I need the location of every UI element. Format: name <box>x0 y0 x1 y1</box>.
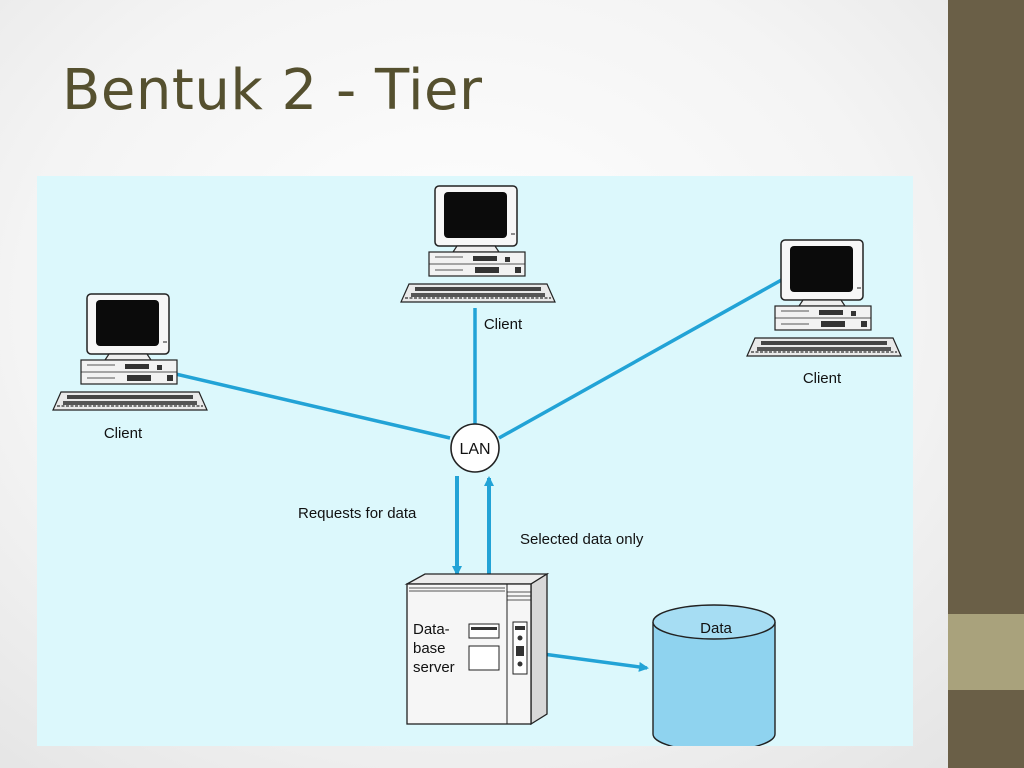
diagram-canvas: Client Client Client LAN Requests for da… <box>52 185 902 746</box>
server-label-line1: Data- <box>413 621 450 638</box>
lan-label: LAN <box>459 441 490 458</box>
request-label: Requests for data <box>298 505 417 522</box>
server-data-arrow <box>535 649 649 672</box>
response-label: Selected data only <box>520 531 644 548</box>
client-computer-right <box>746 239 902 357</box>
slide-title: Bentuk 2 - Tier <box>62 58 483 123</box>
server-label-line2: base <box>413 640 446 657</box>
client-computer-left <box>52 293 208 411</box>
server-label-line3: server <box>413 659 455 676</box>
link-client-right <box>498 276 786 440</box>
client-computer-top <box>400 185 556 303</box>
lan-hub <box>450 423 500 473</box>
storage-label: Data <box>700 620 732 637</box>
two-tier-diagram: Client Client Client LAN Requests for da… <box>37 176 913 746</box>
database-server: Data- base server <box>404 572 550 726</box>
client-label-top: Client <box>484 316 523 333</box>
data-storage-cylinder: Data <box>652 604 776 746</box>
sidebar-accent-block <box>948 614 1024 690</box>
link-client-left <box>166 370 451 440</box>
client-label-left: Client <box>104 425 143 442</box>
client-label-right: Client <box>803 370 842 387</box>
